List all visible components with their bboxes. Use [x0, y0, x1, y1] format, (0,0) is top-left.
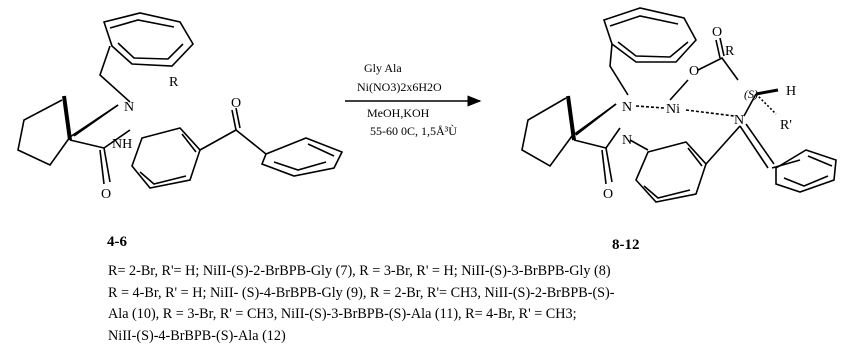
compound-legend: R= 2-Br, R'= H; NiII-(S)-2-BrBPB-Gly (7)…	[108, 261, 838, 347]
product-atom-N1: N	[622, 100, 632, 115]
reactant-atom-O-ketone: O	[231, 96, 241, 111]
condition-temperature-time: 55-60 0C, 1,5Å³Ù	[370, 124, 457, 138]
product-aminophenyl-ring	[635, 141, 707, 203]
product-benzoyl-ring	[775, 149, 837, 193]
condition-nickel-salt: Ni(NO3)2x6H2O	[357, 80, 442, 94]
condition-amino-acids: Gly Ala	[364, 61, 402, 75]
legend-line-1: R= 2-Br, R'= H; NiII-(S)-2-BrBPB-Gly (7)…	[108, 263, 611, 279]
product-benzyl-ring	[602, 7, 697, 63]
reactant-atom-R: R	[169, 75, 179, 90]
product-pyrrolidine	[521, 97, 617, 168]
product-atom-R: R	[725, 44, 735, 59]
product-atom-H: H	[786, 84, 796, 99]
product-atom-O-amide: O	[603, 187, 613, 202]
product-structure	[521, 7, 837, 203]
reactant-label: 4-6	[107, 234, 127, 250]
reactant-benzyl-ring	[102, 12, 194, 67]
condition-solvent-base: MeOH,KOH	[367, 106, 430, 120]
product-atom-Ni: Ni	[666, 102, 680, 117]
reactant-structure	[17, 12, 344, 189]
product-label: 8-12	[612, 237, 640, 253]
product-stereo-S: (S)	[744, 87, 758, 101]
reactant-benzoyl-ring	[260, 137, 344, 177]
reactant-pyrrolidine	[17, 99, 119, 167]
reactant-atom-N: N	[124, 100, 134, 115]
reactant-atom-O-amide: O	[101, 187, 111, 202]
product-atom-O-ring: O	[689, 64, 699, 79]
legend-line-3: Ala (10), R = 3-Br, R' = CH3, NiII-(S)-3…	[108, 306, 577, 322]
legend-line-2: R = 4-Br, R' = H; NiII- (S)-4-BrBPB-Gly …	[108, 284, 615, 301]
product-atom-N3: N	[622, 133, 632, 148]
product-atom-Rprime: R'	[780, 118, 792, 133]
reactant-atom-NH: NH	[112, 137, 132, 152]
legend-line-4: NiII-(S)-4-BrBPB-(S)-Ala (12)	[108, 327, 286, 344]
reactant-aminophenyl-ring	[131, 127, 201, 189]
product-atom-O-carboxyl: O	[712, 25, 722, 40]
product-atom-N2: N	[734, 113, 744, 128]
